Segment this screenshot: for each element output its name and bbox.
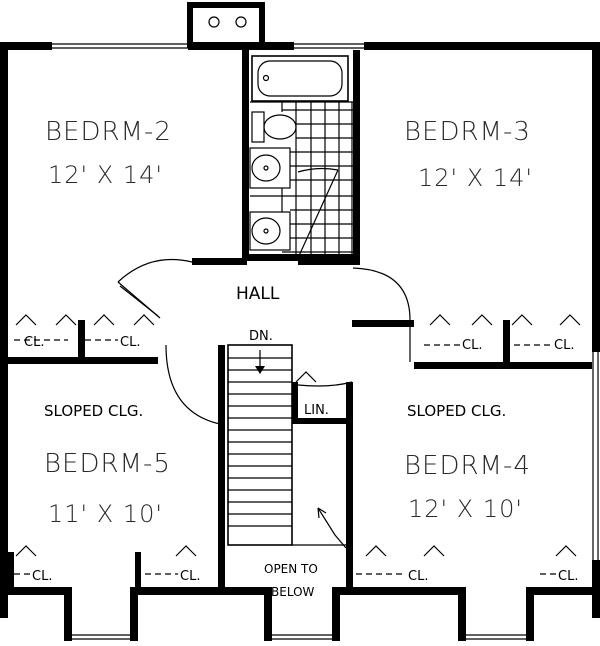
bedroom-5-name: BEDRM-5 (44, 449, 171, 479)
open-to-below-line-2: BELOW (271, 585, 315, 599)
bedroom-2-name: BEDRM-2 (45, 117, 172, 147)
exterior-walls (0, 42, 600, 641)
hall-label: HALL (236, 284, 280, 304)
closet-label: CL. (180, 569, 200, 584)
staircase (227, 344, 347, 549)
closet-label: CL. (120, 335, 140, 350)
bedroom-4-note: SLOPED CLG. (407, 402, 506, 420)
interior-walls (8, 50, 592, 595)
closet-label: CL. (32, 569, 52, 584)
closet-label: CL. (462, 338, 482, 353)
closet-label: CL. (558, 569, 578, 584)
chimney (187, 2, 265, 48)
stair-down-label: DN. (249, 329, 273, 344)
open-to-below-line-1: OPEN TO (264, 562, 318, 576)
bedroom-4-size: 12' X 10' (408, 495, 523, 523)
closet-lines (14, 339, 556, 575)
bedroom-5-size: 11' X 10' (48, 500, 163, 528)
bedroom-3-name: BEDRM-3 (404, 117, 531, 147)
linen-label: LIN. (304, 403, 329, 418)
bedroom-5-note: SLOPED CLG. (44, 402, 143, 420)
bedroom-2-size: 12' X 14' (48, 161, 163, 189)
bedroom-3-size: 12' X 14' (418, 164, 533, 192)
closet-label: CL. (554, 338, 574, 353)
closet-label: CL. (24, 335, 44, 350)
door-swings (15, 258, 581, 557)
bedroom-4-name: BEDRM-4 (404, 451, 531, 481)
closet-label: CL. (408, 569, 428, 584)
bathroom (249, 55, 353, 259)
